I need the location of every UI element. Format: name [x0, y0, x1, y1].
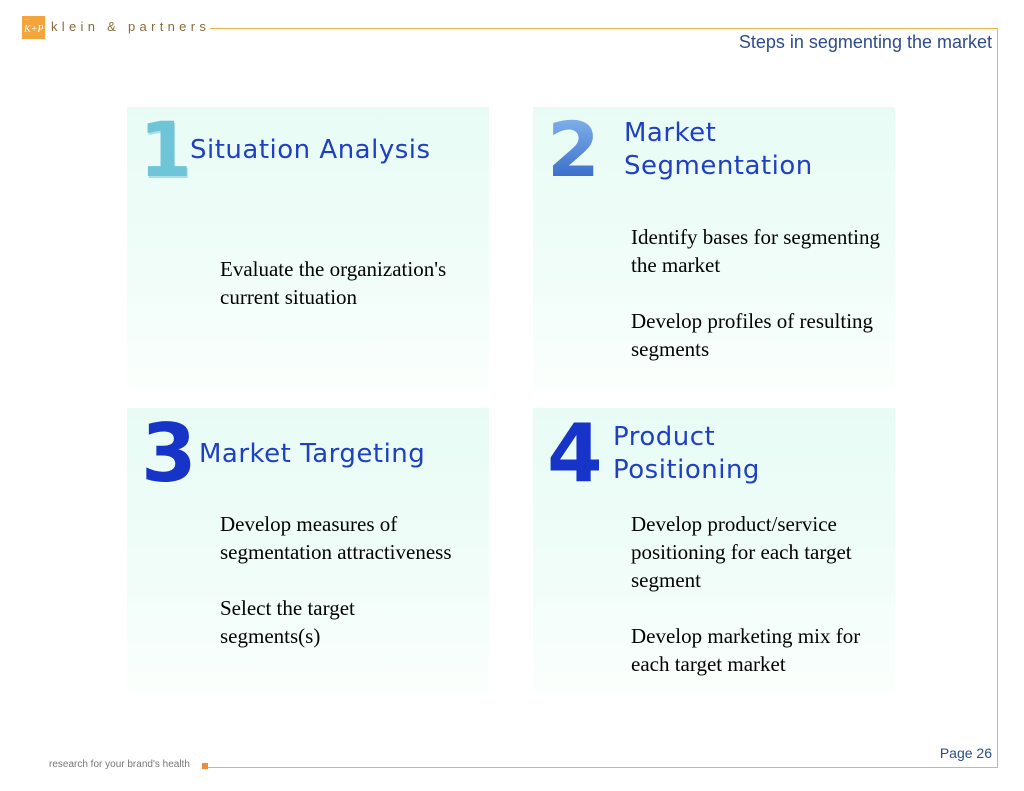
logo-monogram: K+P — [24, 24, 44, 35]
step-title-2: Market Segmentation — [624, 117, 813, 183]
step-number-4: 4 — [547, 407, 603, 500]
step-title-4-line-2: Positioning — [613, 455, 760, 485]
step-title-1: Situation Analysis — [190, 135, 431, 165]
header-rule — [210, 28, 998, 29]
step-3-item-2: Select the target segments(s) — [220, 596, 355, 648]
step-4-item-1: Develop product/service positioning for … — [631, 512, 852, 592]
step-title-2-line-2: Segmentation — [624, 151, 813, 181]
brand-name: klein & partners — [51, 19, 211, 34]
logo-fine-print: ∙∙∙∙∙∙ — [24, 17, 30, 22]
step-card-1: 1 Situation Analysis Evaluate the organi… — [127, 107, 489, 391]
step-4-item-2: Develop marketing mix for each target ma… — [631, 624, 861, 676]
step-title-2-line-1: Market — [624, 118, 717, 148]
step-number-2: 2 — [547, 105, 600, 194]
step-card-4: 4 Product Positioning Develop product/se… — [533, 408, 895, 692]
step-card-3: 3 Market Targeting Develop measures of s… — [127, 408, 489, 692]
step-body-3: Develop measures of segmentation attract… — [220, 510, 460, 650]
footer-bullet-icon — [202, 763, 208, 769]
footer-tagline: research for your brand's health — [49, 759, 190, 770]
step-title-4: Product Positioning — [613, 421, 760, 487]
step-body-4: Develop product/service positioning for … — [631, 510, 881, 678]
right-rule — [997, 28, 998, 768]
step-number-3: 3 — [141, 407, 197, 500]
step-title-4-line-1: Product — [613, 422, 716, 452]
step-number-1: 1 — [139, 105, 192, 194]
page-title: Steps in segmenting the market — [738, 32, 992, 52]
step-2-item-1: Identify bases for segmenting the market — [631, 225, 881, 277]
step-card-2: 2 Market Segmentation Identify bases for… — [533, 107, 895, 391]
step-body-1: Evaluate the organization's current situ… — [220, 255, 460, 311]
step-2-item-2: Develop profiles of resulting segments — [631, 309, 874, 361]
step-title-3: Market Targeting — [199, 439, 426, 469]
step-1-item-1: Evaluate the organization's current situ… — [220, 257, 447, 309]
company-logo: ∙∙∙∙∙∙ K+P — [22, 16, 45, 39]
page-number: Page 26 — [939, 745, 992, 761]
footer-rule — [207, 767, 998, 768]
step-body-2: Identify bases for segmenting the market… — [631, 223, 881, 363]
step-3-item-1: Develop measures of segmentation attract… — [220, 512, 452, 564]
